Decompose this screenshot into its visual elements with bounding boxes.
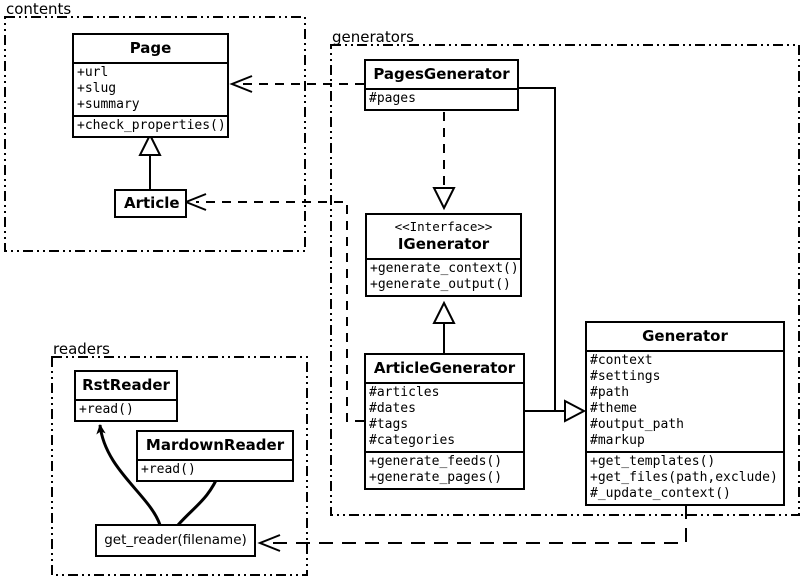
edge-articlegenerator-to-generator <box>525 399 587 423</box>
package-label-generators: generators <box>332 28 414 46</box>
class-stereotype-igenerator: <<Interface>> <box>394 219 493 234</box>
class-operations-markdownreader: +read() <box>138 459 292 480</box>
class-name-igenerator: IGenerator <box>397 235 490 253</box>
operation-row: #_update_context() <box>590 486 731 501</box>
class-attributes-page: +url +slug +summary <box>74 62 227 115</box>
edge-articlegenerator-to-article <box>183 193 364 422</box>
package-frame-generators <box>330 44 800 516</box>
class-box-markdownreader[interactable]: MardownReader +read() <box>136 430 294 482</box>
package-frame-readers <box>51 356 308 576</box>
package-frame-contents <box>4 16 306 252</box>
class-attributes-generator: #context #settings #path #theme #output_… <box>587 350 783 451</box>
class-box-article[interactable]: Article <box>114 189 187 218</box>
operation-row: +read() <box>79 402 134 417</box>
class-operations-rstreader: +read() <box>76 399 176 420</box>
attribute-row: +slug <box>77 81 117 96</box>
class-attributes-pagesgenerator: #pages <box>366 88 517 109</box>
class-operations-igenerator: +generate_context() +generate_output() <box>367 258 520 295</box>
class-attributes-articlegenerator: #articles #dates #tags #categories <box>366 382 523 451</box>
class-box-getreader[interactable]: get_reader(filename) <box>95 524 256 557</box>
package-label-contents: contents <box>6 0 72 18</box>
class-box-generator[interactable]: Generator #context #settings #path #them… <box>585 321 785 506</box>
attribute-row: #categories <box>369 433 456 448</box>
class-name-articlegenerator: ArticleGenerator <box>373 359 516 377</box>
function-name-getreader: get_reader(filename) <box>104 532 247 548</box>
attribute-row: #path <box>590 385 630 400</box>
class-name-pagesgenerator: PagesGenerator <box>373 65 510 83</box>
class-name-rstreader: RstReader <box>82 376 170 394</box>
class-operations-articlegenerator: +generate_feeds() +generate_pages() <box>366 451 523 488</box>
operation-row: +generate_pages() <box>369 470 503 485</box>
operation-row: +generate_output() <box>370 277 511 292</box>
operation-row: +get_templates() <box>590 454 716 469</box>
attribute-row: #context <box>590 353 653 368</box>
edge-article-to-page <box>138 132 162 190</box>
attribute-row: #dates <box>369 401 416 416</box>
class-box-pagesgenerator[interactable]: PagesGenerator #pages <box>364 59 519 111</box>
class-name-generator: Generator <box>642 327 728 345</box>
operation-row: +read() <box>141 462 196 477</box>
operation-row: +check_properties() <box>77 118 226 133</box>
class-box-articlegenerator[interactable]: ArticleGenerator #articles #dates #tags … <box>364 353 525 490</box>
attribute-row: #theme <box>590 401 637 416</box>
attribute-row: #output_path <box>590 417 684 432</box>
class-operations-page: +check_properties() <box>74 115 227 136</box>
operation-row: +get_files(path,exclude) <box>590 470 778 485</box>
attribute-row: #articles <box>369 385 440 400</box>
class-name-markdownreader: MardownReader <box>145 436 285 454</box>
edge-pagesgenerator-to-page <box>229 75 364 93</box>
attribute-row: #tags <box>369 417 409 432</box>
attribute-row: +summary <box>77 97 140 112</box>
attribute-row: #markup <box>590 433 645 448</box>
edge-getreader-to-rstreader <box>96 424 162 526</box>
edge-pagesgenerator-to-generator <box>519 87 565 412</box>
attribute-row: #settings <box>590 369 661 384</box>
operation-row: +generate_feeds() <box>369 454 503 469</box>
class-name-page: Page <box>129 39 172 57</box>
class-operations-generator: +get_templates() +get_files(path,exclude… <box>587 451 783 504</box>
edge-articlegenerator-to-igenerator <box>432 300 456 353</box>
attribute-row: #pages <box>369 91 416 106</box>
edge-pagesgenerator-to-igenerator <box>432 112 456 211</box>
class-name-article: Article <box>124 194 180 212</box>
package-label-readers: readers <box>53 340 110 358</box>
class-box-rstreader[interactable]: RstReader +read() <box>74 370 178 422</box>
edge-generator-to-getreader <box>257 505 687 552</box>
attribute-row: +url <box>77 65 109 80</box>
class-box-igenerator[interactable]: <<Interface>> IGenerator +generate_conte… <box>365 213 522 297</box>
class-box-page[interactable]: Page +url +slug +summary +check_properti… <box>72 33 229 138</box>
operation-row: +generate_context() <box>370 261 519 276</box>
